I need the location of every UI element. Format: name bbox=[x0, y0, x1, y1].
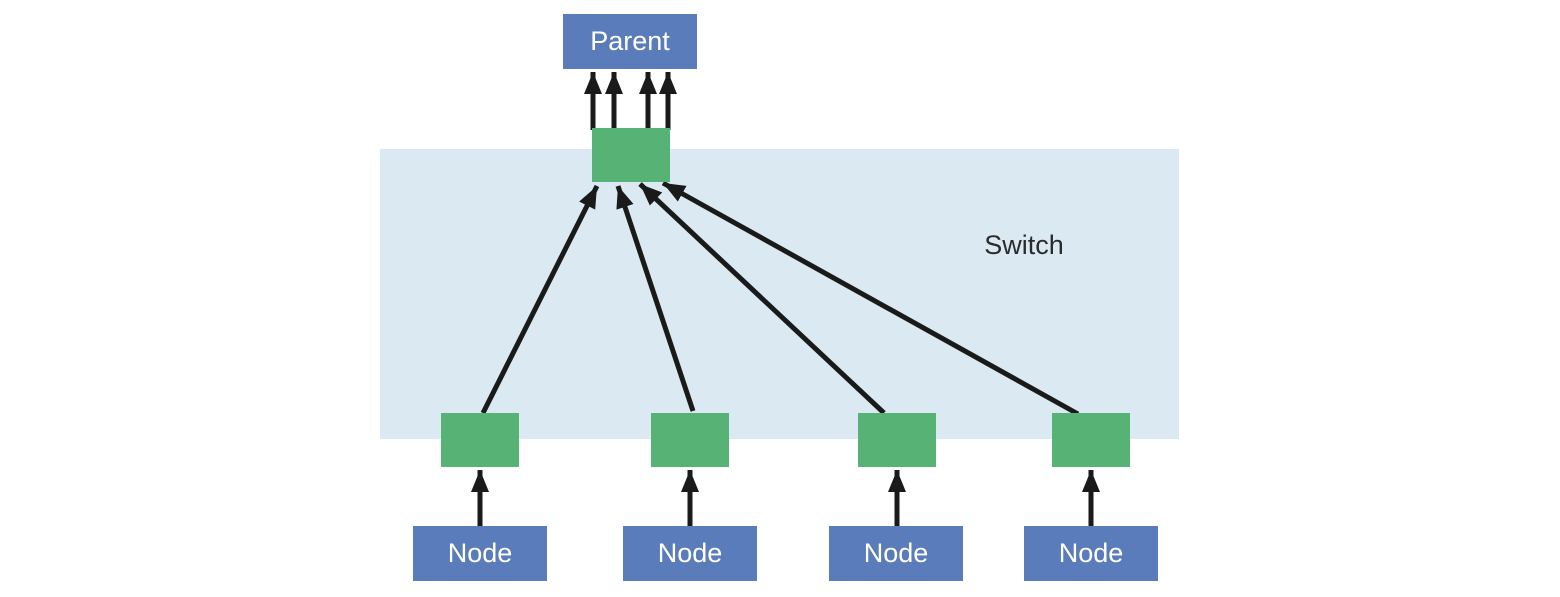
switch-port-4 bbox=[1052, 413, 1130, 467]
node-label: Node bbox=[1058, 538, 1124, 568]
node-box-2: Node bbox=[623, 526, 757, 581]
port1-to-uplink-arrow bbox=[480, 184, 600, 415]
parent-box: Parent bbox=[563, 14, 697, 69]
switch-port-1 bbox=[441, 413, 519, 467]
port2-to-uplink-arrow bbox=[615, 185, 696, 412]
node-label: Node bbox=[863, 538, 929, 568]
node-box-3: Node bbox=[829, 526, 963, 581]
switch-uplink-port bbox=[592, 128, 670, 182]
node-label: Node bbox=[447, 538, 513, 568]
switch-port-3 bbox=[858, 413, 936, 467]
switch-port-2 bbox=[651, 413, 729, 467]
port4-to-uplink-arrow bbox=[661, 180, 1080, 417]
switch-label: Switch bbox=[984, 229, 1064, 260]
parent-label: Parent bbox=[590, 26, 670, 56]
port3-to-uplink-arrow bbox=[638, 182, 886, 415]
node-box-4: Node bbox=[1024, 526, 1158, 581]
switch-region bbox=[380, 149, 1179, 439]
node-box-1: Node bbox=[413, 526, 547, 581]
node-label: Node bbox=[657, 538, 723, 568]
